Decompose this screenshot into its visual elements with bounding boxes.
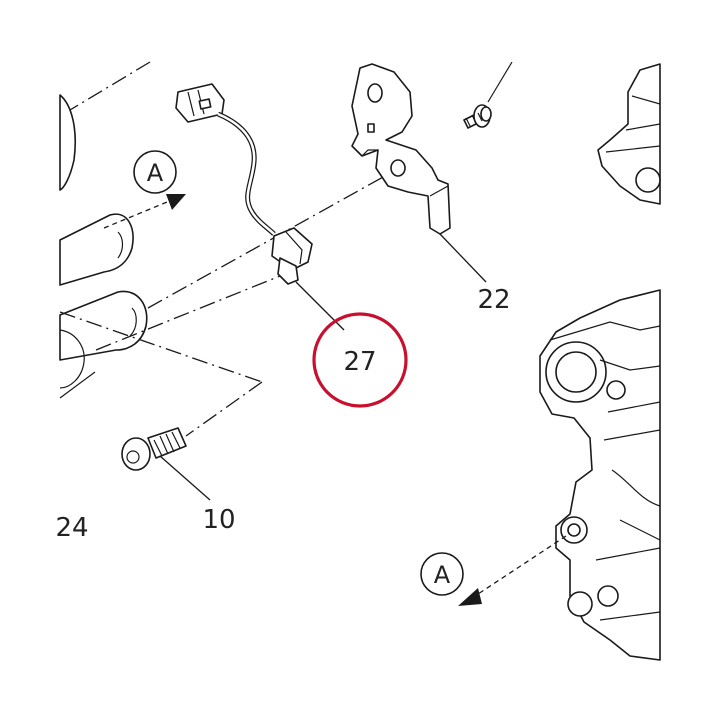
leader-line-10 — [159, 455, 211, 501]
leader-line-27 — [295, 281, 345, 331]
callout-10: 10 — [202, 505, 235, 535]
bolt-10-drawing — [121, 427, 187, 471]
component-24-drawing — [59, 94, 148, 399]
bracket-22-drawing — [351, 63, 451, 235]
view-ref-label-lower: A — [434, 561, 451, 589]
view-ref-label-upper: A — [147, 159, 164, 187]
callout-24: 24 — [55, 513, 88, 543]
upper-right-part-drawing — [597, 63, 661, 205]
view-ref-circle-lower: A — [420, 552, 464, 596]
view-arrow-lower — [458, 535, 567, 606]
assembly-axis-lines — [59, 61, 393, 437]
view-arrow-upper — [103, 194, 186, 229]
view-ref-circle-upper: A — [133, 150, 177, 194]
leader-line-22 — [439, 233, 487, 283]
screw-drawing — [463, 61, 513, 129]
sensor-27-drawing — [271, 227, 313, 285]
housing-drawing — [539, 289, 661, 661]
callout-27: 27 — [343, 347, 376, 377]
callout-22: 22 — [477, 285, 510, 315]
highlight-ring — [312, 312, 408, 408]
sensor-connector — [175, 83, 225, 123]
